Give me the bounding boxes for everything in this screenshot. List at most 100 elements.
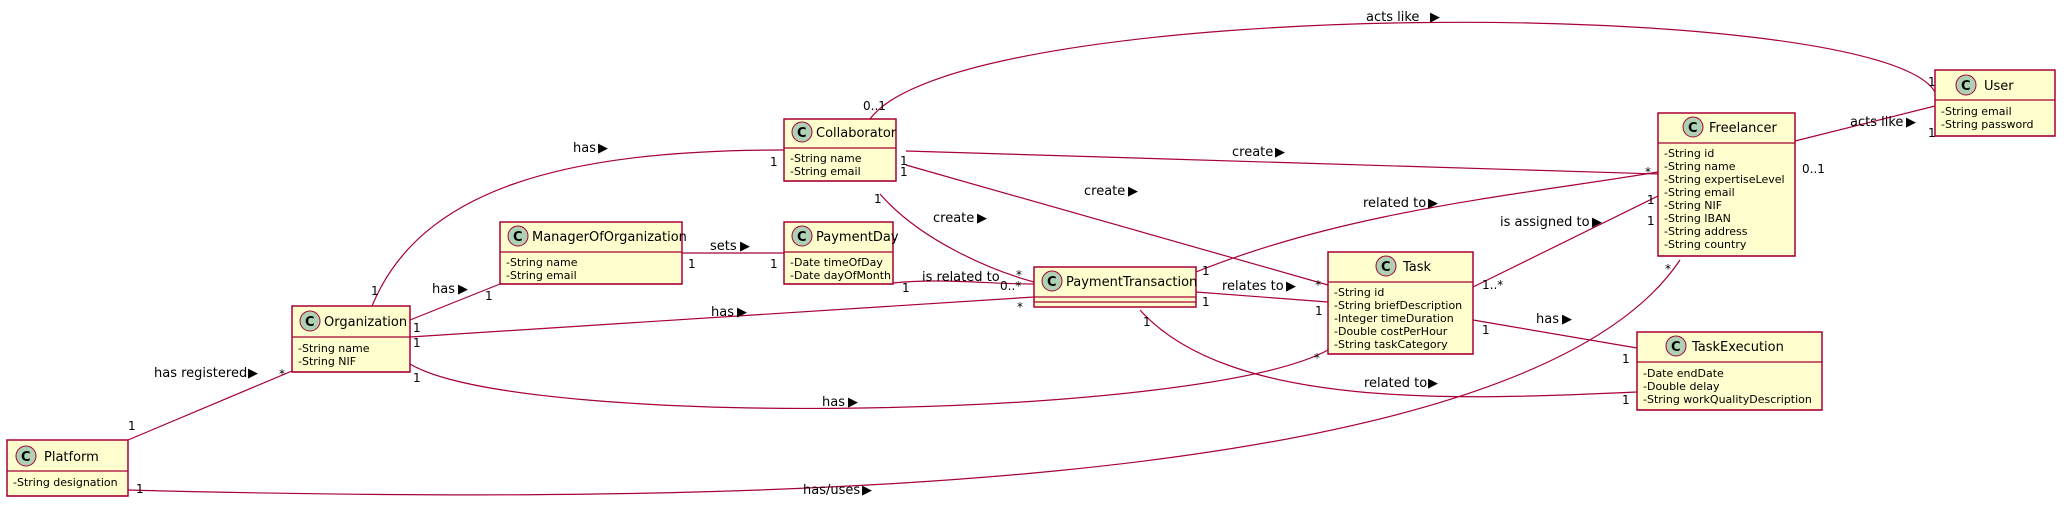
multiplicity: 1 [128,419,136,433]
class-user: C User -String email -String password [1934,69,2056,137]
class-icon [507,225,529,247]
class-taskexecution: C TaskExecution -Date endDate -Double de… [1636,331,1823,411]
class-icon [1041,270,1063,292]
class-organization: C Organization -String name -String NIF [291,305,411,373]
edge-label-related-to-2: related to [1364,376,1427,391]
multiplicity: 1 [1928,75,1936,89]
class-platform: C Platform -String designation [6,439,129,497]
multiplicity: 1 [900,165,908,179]
edge-platform-organization [127,370,293,441]
edge-label-has-3: has [711,305,734,320]
class-name: Platform [44,450,99,465]
class-attribute: -String password [1941,118,2034,131]
class-name: Organization [324,315,407,330]
class-collaborator: C Collaborator -String name -String emai… [783,118,897,182]
class-icon-glyph: C [797,230,807,245]
class-icon-glyph: C [1047,275,1057,290]
class-icon-glyph: C [513,230,523,245]
arrow-right-icon: ▶ [862,483,872,498]
multiplicity: 1 [770,155,778,169]
edge-collaborator-paymenttransaction [879,193,1035,283]
edge-label-has-5: has [822,395,845,410]
arrow-right-icon: ▶ [1562,312,1572,327]
edge-label-create-1: create [1232,145,1273,160]
class-attribute: -String expertiseLevel [1664,173,1785,186]
class-attribute: -Double delay [1643,380,1720,393]
multiplicity: 1 [902,281,910,295]
multiplicity: 0..1 [1802,162,1825,176]
multiplicity: 1 [1928,126,1936,140]
multiplicity: 1 [136,482,144,496]
multiplicity: * [1314,351,1320,365]
arrow-right-icon: ▶ [1428,376,1438,391]
multiplicity: 1 [1647,214,1655,228]
edge-label-has-registered: has registered [154,366,247,381]
class-attribute: -Date endDate [1643,367,1724,380]
edge-label-create-3: create [933,211,974,226]
class-name: User [1984,79,2014,94]
edge-paymenttransaction-freelancer [1195,171,1659,273]
class-name: TaskExecution [1691,340,1784,355]
class-icon-glyph: C [797,126,807,141]
class-name: PaymentTransaction [1066,275,1197,290]
edge-paymenttransaction-taskexecution [1139,309,1638,398]
multiplicity: * [1017,300,1023,314]
arrow-right-icon: ▶ [1430,10,1440,25]
multiplicity: 1 [1202,264,1210,278]
multiplicity: 1 [874,192,882,206]
class-icon-glyph: C [1688,121,1698,136]
class-attribute: -String id [1664,147,1714,160]
class-task: C Task -String id -String briefDescripti… [1327,251,1474,355]
edge-label-has-uses: has/uses [803,483,860,498]
class-icon [791,225,813,247]
class-icon [1955,74,1977,96]
multiplicity: * [1315,278,1321,292]
class-icon-glyph: C [1671,340,1681,355]
edge-freelancer-user [1794,105,1936,142]
edge-collaborator-freelancer [905,150,1659,175]
class-attribute: -String country [1664,238,1747,251]
multiplicity: * [1645,165,1651,179]
edge-platform-freelancer [127,259,1681,496]
edge-organization-manager [409,283,501,321]
arrow-right-icon: ▶ [1906,115,1916,130]
multiplicity: 1 [485,289,493,303]
edge-collaborator-user [869,21,1936,120]
multiplicity: 1 [1482,323,1490,337]
arrow-right-icon: ▶ [248,366,258,381]
class-attribute: -String IBAN [1664,212,1731,225]
class-attribute: -String email [506,269,577,282]
edge-label-is-assigned-to: is assigned to [1500,215,1590,230]
edge-label-has-2: has [432,282,455,297]
multiplicity: 1 [413,371,421,385]
class-icon-glyph: C [1961,79,1971,94]
class-icon-glyph: C [21,450,31,465]
class-attribute: -String briefDescription [1334,299,1462,312]
class-icon [791,121,813,143]
multiplicity: 0..* [1000,279,1021,293]
class-managerOfOrganization: C ManagerOfOrganization -String name -St… [499,221,687,285]
class-attribute: -Integer timeDuration [1334,312,1454,325]
multiplicity: 1 [413,321,421,335]
multiplicity: * [1665,262,1671,276]
class-icon [15,445,37,467]
multiplicity: 1 [900,154,908,168]
arrow-right-icon: ▶ [1428,196,1438,211]
multiplicity: 1 [371,284,379,298]
class-attribute: -String workQualityDescription [1643,393,1812,406]
class-attribute: -String name [790,152,862,165]
arrow-right-icon: ▶ [848,395,858,410]
class-paymentday: C PaymentDay -Date timeOfDay -Date dayOf… [783,221,899,285]
associations [127,21,1936,496]
class-icon [1682,116,1704,138]
class-paymenttransaction: C PaymentTransaction [1033,266,1197,308]
class-attribute: -String address [1664,225,1748,238]
class-attribute: -String id [1334,286,1384,299]
arrow-right-icon: ▶ [977,211,987,226]
edge-label-acts-like-2: acts like [1850,115,1903,130]
class-icon [1375,255,1397,277]
edge-organization-collaborator [371,149,785,307]
arrow-right-icon: ▶ [1128,184,1138,199]
class-attribute: -String email [790,165,861,178]
multiplicity: 1 [1647,193,1655,207]
